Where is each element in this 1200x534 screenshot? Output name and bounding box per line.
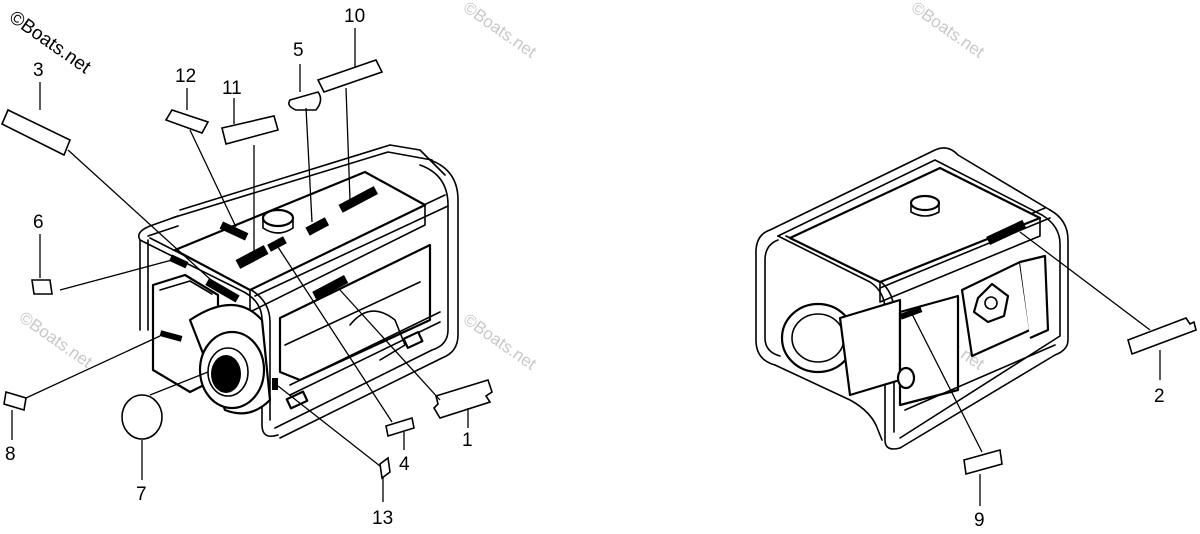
label-part-10 — [316, 59, 384, 93]
label-part-7 — [121, 394, 163, 440]
callout-8: 8 — [5, 444, 16, 465]
callout-2: 2 — [1154, 386, 1165, 407]
label-part-3 — [0, 108, 72, 157]
callout-6: 6 — [33, 212, 44, 233]
label-part-12 — [164, 109, 210, 134]
label-part-1 — [432, 379, 493, 419]
watermark: ©Boats.net — [460, 0, 540, 62]
watermark-main: ©Boats.net — [5, 7, 95, 79]
callout-4: 4 — [399, 454, 410, 475]
generator-front-view — [137, 144, 459, 439]
label-part-2 — [1127, 317, 1197, 356]
label-part-9 — [963, 448, 1003, 476]
callout-10: 10 — [344, 6, 365, 27]
watermark: ©Boats.net — [16, 308, 96, 372]
callout-13: 13 — [372, 508, 393, 529]
callout-5: 5 — [293, 40, 304, 61]
callout-11: 11 — [222, 78, 242, 99]
label-part-4 — [385, 416, 415, 438]
callout-12: 12 — [175, 66, 196, 87]
label-part-13 — [379, 456, 391, 480]
watermark: ©Boats.net — [908, 0, 988, 62]
label-part-6 — [31, 279, 53, 295]
callout-7: 7 — [136, 484, 147, 505]
label-part-5 — [288, 91, 322, 111]
callout-3: 3 — [33, 60, 44, 81]
label-part-11 — [221, 115, 279, 145]
callout-9: 9 — [974, 510, 985, 531]
callout-1: 1 — [462, 430, 473, 451]
generator-rear-view — [755, 147, 1069, 450]
label-part-8 — [3, 390, 27, 412]
watermark: ©Boats.net — [460, 310, 540, 374]
